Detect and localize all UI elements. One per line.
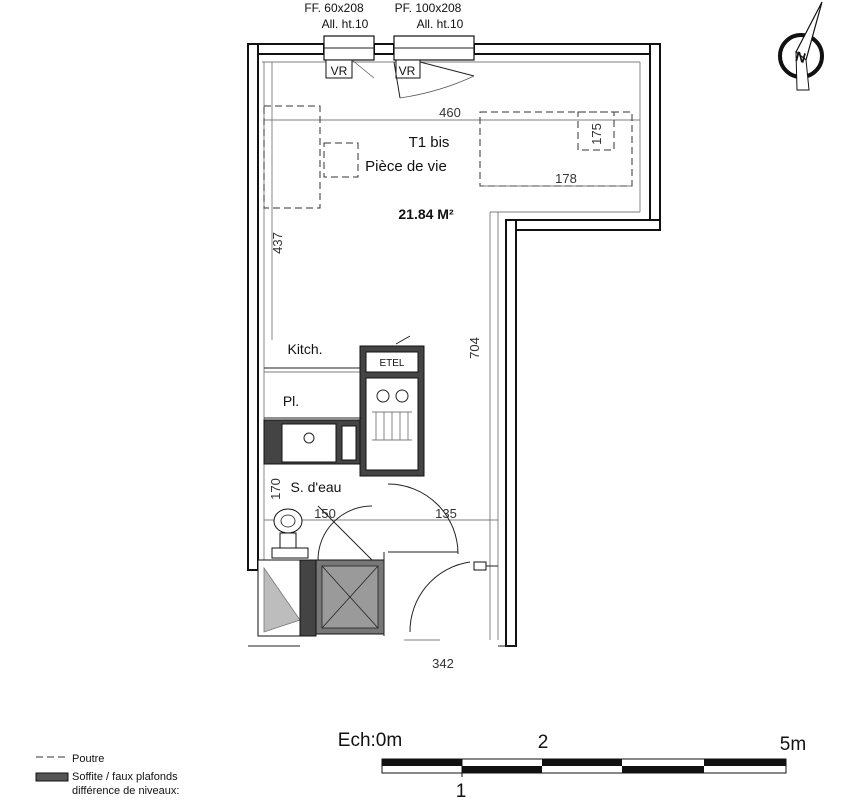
scale-tick-5: 5m bbox=[780, 734, 806, 755]
scale-tick-2: 2 bbox=[538, 732, 549, 753]
wall-right-upper bbox=[649, 43, 661, 231]
window-1-label: FF. 60x208 bbox=[304, 1, 364, 15]
room-name: Pièce de vie bbox=[365, 158, 447, 175]
wall-right-lower bbox=[505, 219, 517, 647]
dimension-178: 178 bbox=[555, 171, 577, 186]
dimension-175: 175 bbox=[589, 123, 604, 145]
bathroom-label: S. d'eau bbox=[291, 479, 342, 495]
dimension-135: 135 bbox=[435, 506, 457, 521]
legend: Poutre Soffite / faux plafonds différenc… bbox=[35, 753, 179, 797]
window-2-height: All. ht.10 bbox=[417, 17, 464, 31]
shutter-1-box bbox=[325, 59, 353, 79]
compass-tail-icon bbox=[795, 50, 810, 91]
window-1-height: All. ht.10 bbox=[322, 17, 369, 31]
compass: N bbox=[778, 1, 824, 91]
scale-tick-1: 1 bbox=[456, 781, 467, 800]
wall-top-mid bbox=[373, 43, 395, 55]
room-area: 21.84 M² bbox=[398, 206, 454, 222]
shutter-2-box bbox=[395, 59, 421, 79]
entry-door-arc bbox=[387, 483, 459, 555]
legend-beam: Poutre bbox=[72, 753, 104, 765]
kitchen-label: Kitch. bbox=[287, 341, 322, 357]
toilet-icon bbox=[271, 508, 309, 559]
legend-soffit: Soffite / faux plafonds bbox=[72, 771, 178, 783]
pillow-outline bbox=[577, 111, 615, 151]
etel-box bbox=[365, 351, 419, 373]
compass-letter: N bbox=[794, 48, 808, 66]
bath-door-leaf bbox=[317, 505, 381, 569]
soffit-symbol-icon bbox=[35, 772, 69, 782]
window-2-label: PF. 100x208 bbox=[395, 1, 462, 15]
window-1: VR bbox=[323, 35, 375, 79]
dimension-170: 170 bbox=[268, 478, 283, 500]
shutter-2-label: VR bbox=[399, 64, 416, 78]
soffit-shading bbox=[263, 566, 301, 633]
dimension-437: 437 bbox=[270, 232, 285, 254]
kitchen-grid bbox=[372, 411, 412, 441]
door-arc-lower bbox=[409, 561, 471, 633]
dimension-704: 704 bbox=[467, 337, 482, 359]
desk-outline bbox=[263, 105, 321, 209]
scale-bar: Ech:0m 2 5m 1 bbox=[338, 730, 806, 800]
dimension-342: 342 bbox=[432, 656, 454, 671]
shower-wall bbox=[299, 559, 317, 637]
window-2: VR bbox=[393, 35, 475, 99]
scale-title: Ech:0m bbox=[338, 730, 402, 751]
legend-level-diff: différence de niveaux: bbox=[72, 785, 179, 797]
chair-outline bbox=[323, 142, 359, 178]
etel-label: ETEL bbox=[379, 358, 404, 369]
closet-label: Pl. bbox=[283, 393, 299, 409]
shutter-1-label: VR bbox=[331, 64, 348, 78]
washbasin-drain-icon bbox=[303, 432, 315, 444]
wall-step bbox=[505, 219, 661, 231]
hob-burner-icon bbox=[376, 389, 390, 403]
wall-left bbox=[247, 43, 259, 571]
dimension-460: 460 bbox=[439, 105, 461, 120]
wall-top-left bbox=[247, 43, 325, 55]
wall-top-right bbox=[473, 43, 661, 55]
closet-niche bbox=[341, 425, 357, 461]
hob-burner-icon bbox=[395, 389, 409, 403]
room-type: T1 bis bbox=[409, 134, 450, 151]
